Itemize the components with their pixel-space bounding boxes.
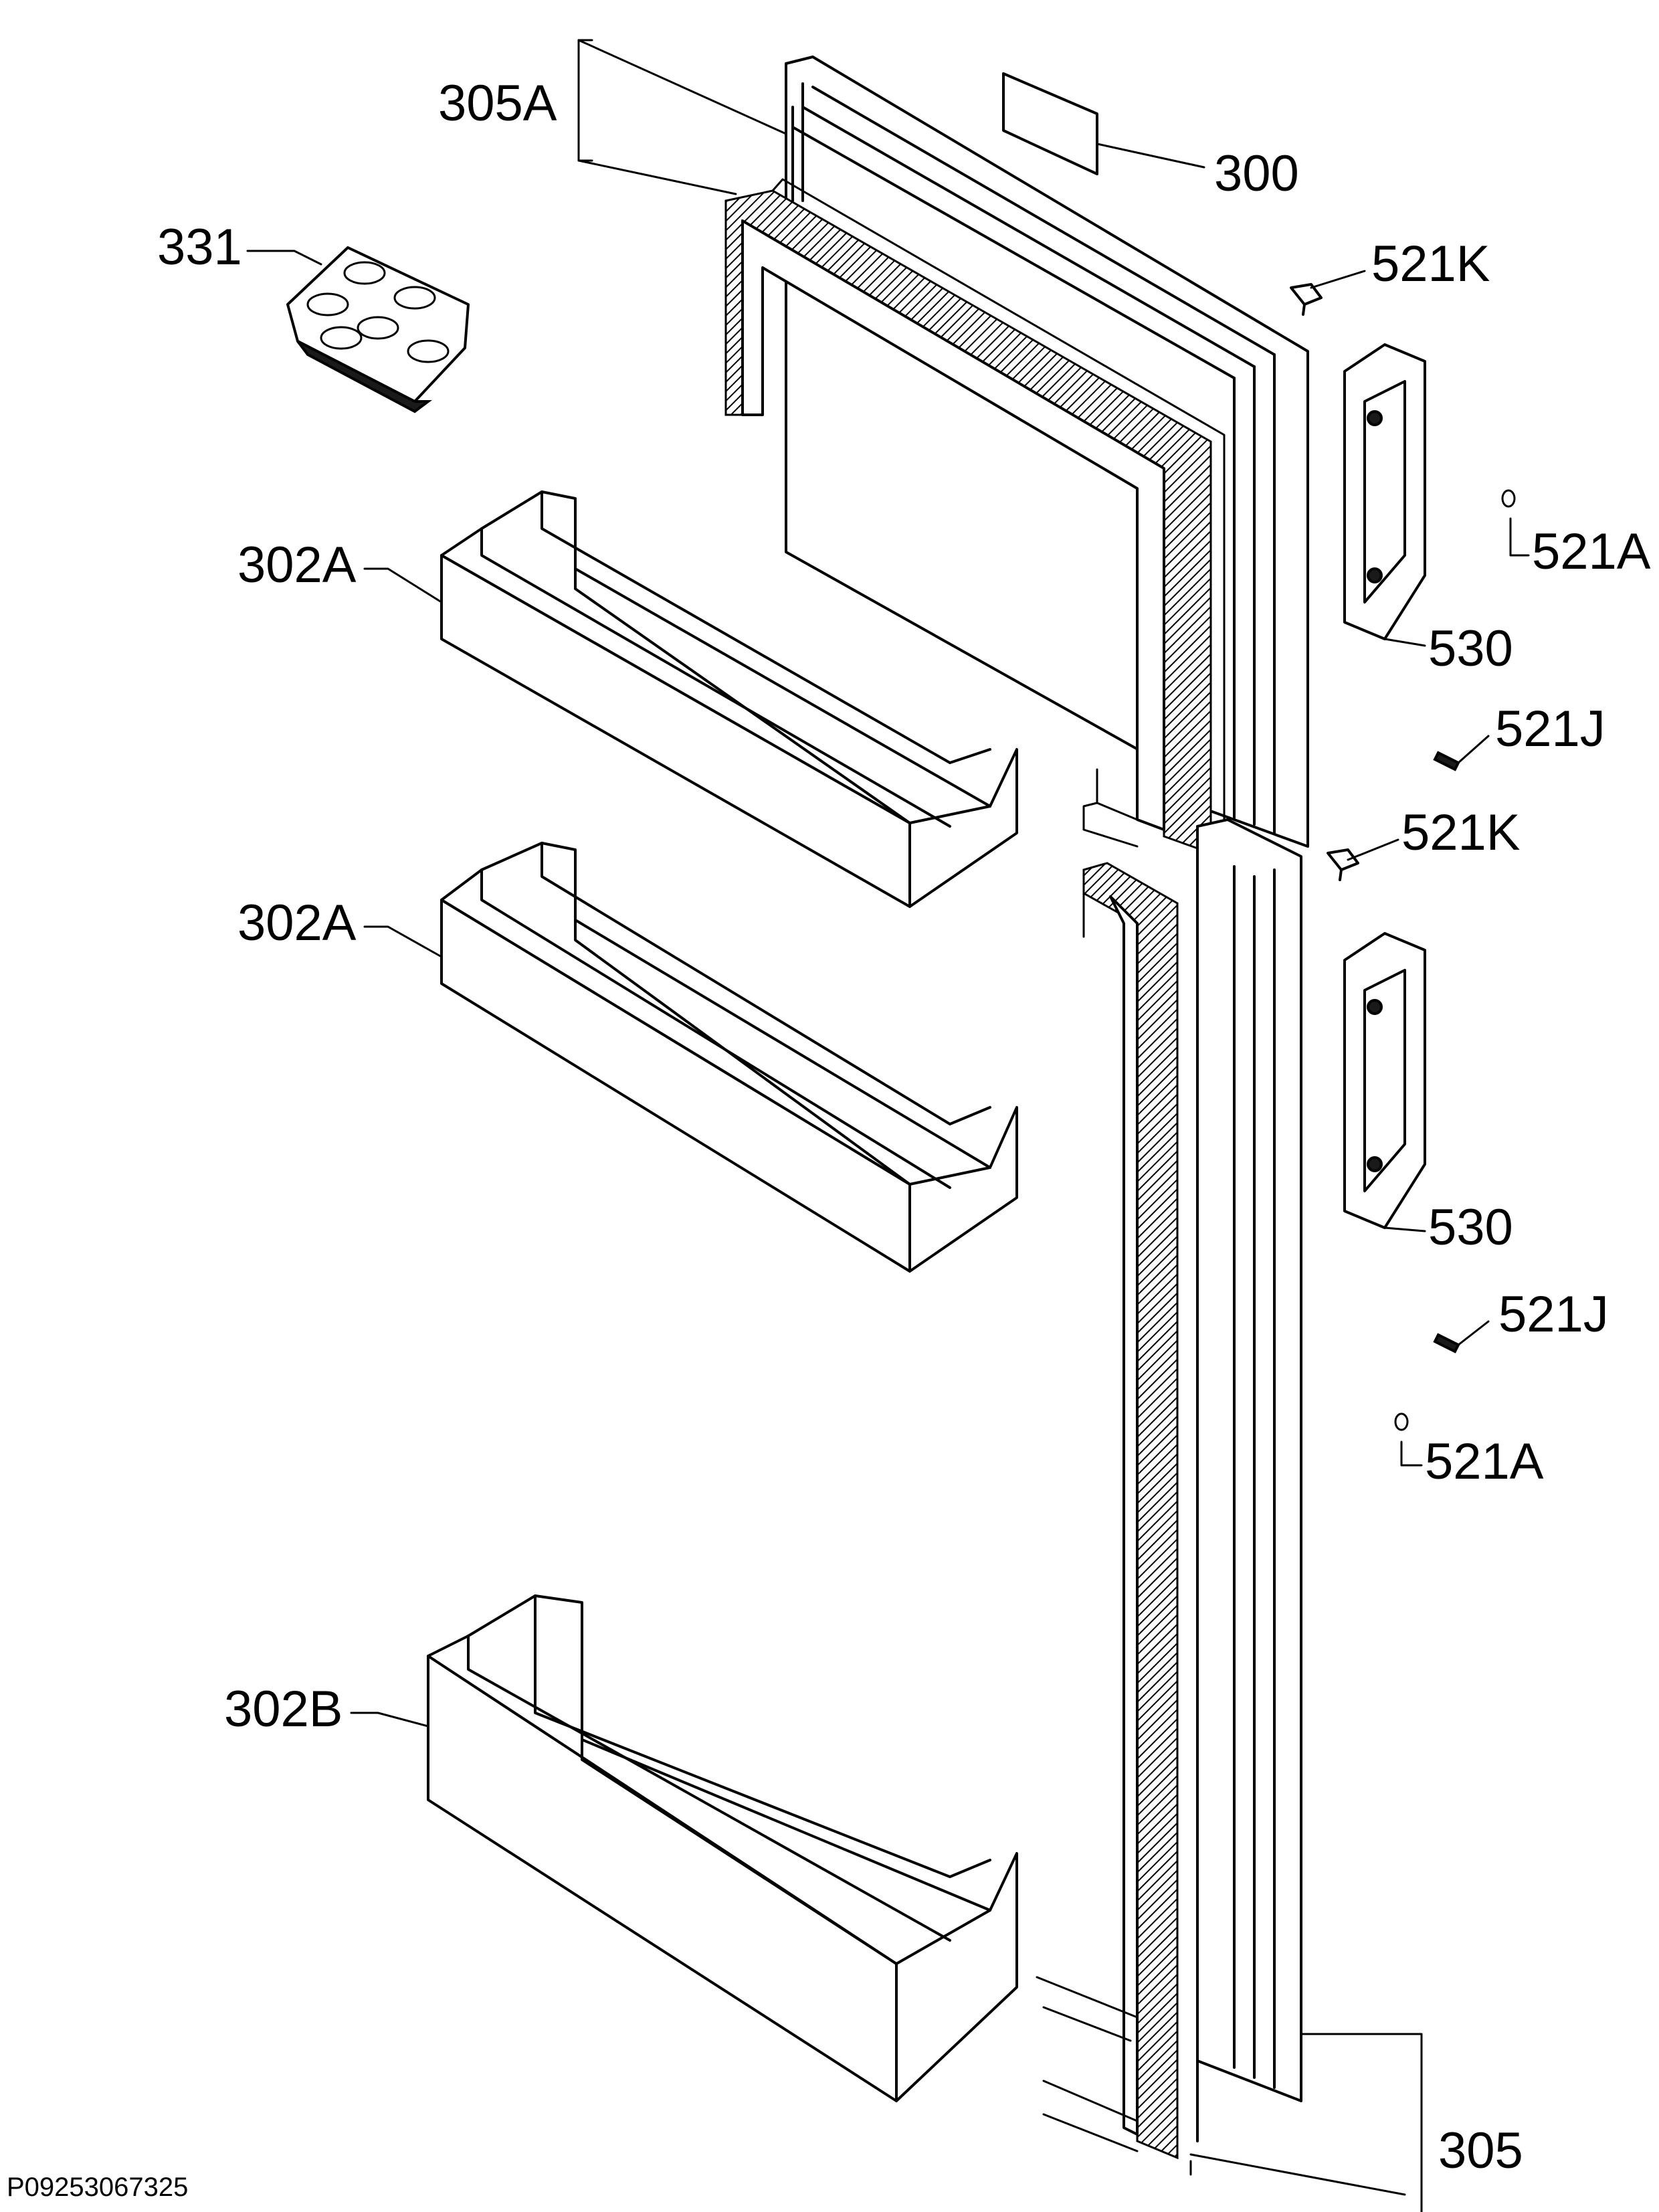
callout-521a-upper: 521A [1532,523,1651,580]
callout-labels: 305A 300 331 521K 521A 530 521J 521K 302… [7,75,1651,2202]
rating-plate-300 [1002,72,1098,175]
callout-305a: 305A [438,75,557,132]
callout-521a-lower: 521A [1425,1433,1544,1490]
callout-530-upper: 530 [1428,620,1513,677]
clip-521k-lower [1327,848,1359,881]
callout-302b: 302B [224,1681,343,1738]
upper-door-gasket [724,178,1226,858]
clip-521k-upper [1290,283,1323,316]
cap-521a-upper [1501,489,1516,508]
lower-door [1196,818,1302,2142]
leader-lines [246,39,1530,2212]
drawing-code: P09253067325 [7,2173,188,2202]
callout-300: 300 [1214,145,1299,202]
screw-521j-upper [1433,751,1460,771]
egg-tray-331 [286,246,470,413]
callout-302a-upper: 302A [237,537,357,593]
callout-521j-lower: 521J [1498,1286,1609,1343]
callout-305: 305 [1438,2122,1523,2179]
handle-530-upper [1343,343,1426,640]
lower-door-gasket [1036,862,1192,2176]
door-bin-302a-upper [440,490,1018,908]
callout-521j-upper: 521J [1495,701,1605,757]
callout-302a-lower: 302A [237,895,357,951]
cap-521a-lower [1394,1412,1409,1431]
callout-521k-upper: 521K [1371,236,1490,292]
callout-331: 331 [157,219,242,276]
screw-521j-lower [1433,1333,1460,1354]
door-bin-302b [427,1594,1018,2102]
callout-530-lower: 530 [1428,1199,1513,1256]
handle-530-lower [1343,932,1426,1229]
callout-521k-lower: 521K [1401,804,1521,861]
door-bin-302a-lower [440,842,1018,1273]
